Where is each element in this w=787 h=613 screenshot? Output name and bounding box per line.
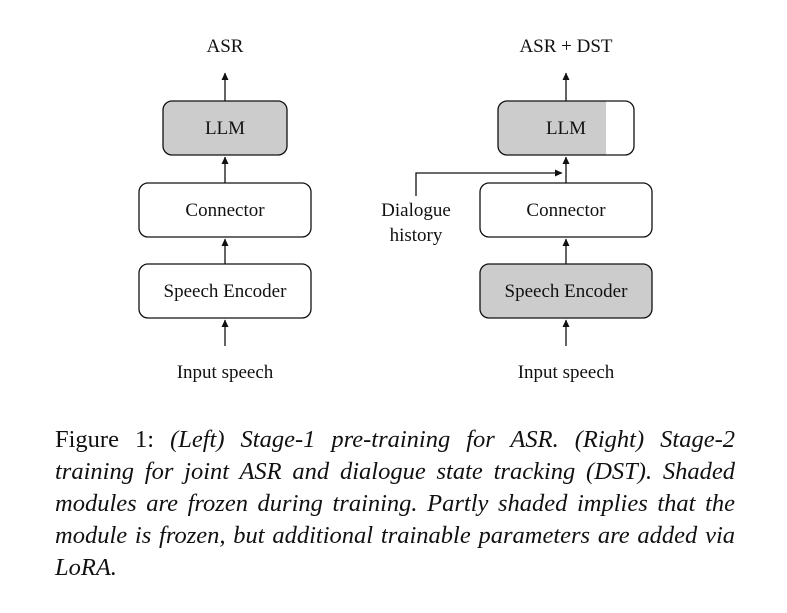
right-encoder-label: Speech Encoder: [505, 281, 629, 302]
left-llm-label: LLM: [205, 118, 245, 139]
left-encoder-label: Speech Encoder: [164, 281, 288, 302]
left-output-label: ASR: [207, 36, 244, 57]
right-encoder-box: Speech Encoder: [479, 263, 653, 319]
left-llm-box: LLM: [162, 100, 288, 156]
dialogue-history-arrow: [415, 169, 563, 196]
right-llm-label: LLM: [546, 118, 586, 139]
dialogue-history-label-line2: history: [390, 225, 443, 246]
left-input-label: Input speech: [177, 362, 274, 383]
right-input-label: Input speech: [518, 362, 615, 383]
caption-lead: Figure 1:: [55, 426, 171, 453]
dialogue-history-label-line1: Dialogue: [381, 200, 451, 221]
right-connector-label: Connector: [526, 200, 606, 221]
left-connector-label: Connector: [185, 200, 265, 221]
left-encoder-box: Speech Encoder: [138, 263, 312, 319]
left-connector-box: Connector: [138, 182, 312, 238]
caption-text: (Left) Stage-1 pre-training for ASR. (Ri…: [55, 426, 735, 581]
right-llm-box-partly-shaded: LLM: [497, 100, 635, 156]
training-stages-diagram: ASR LLM Connector Speech Encoder Input s…: [138, 36, 653, 383]
right-connector-box: Connector: [479, 182, 653, 238]
right-stage: ASR + DST LLM Connector Speech Encoder I…: [381, 36, 653, 383]
left-stage: ASR LLM Connector Speech Encoder Input s…: [138, 36, 312, 383]
right-output-label: ASR + DST: [519, 36, 612, 57]
figure-caption: Figure 1: (Left) Stage-1 pre-training fo…: [55, 424, 735, 584]
